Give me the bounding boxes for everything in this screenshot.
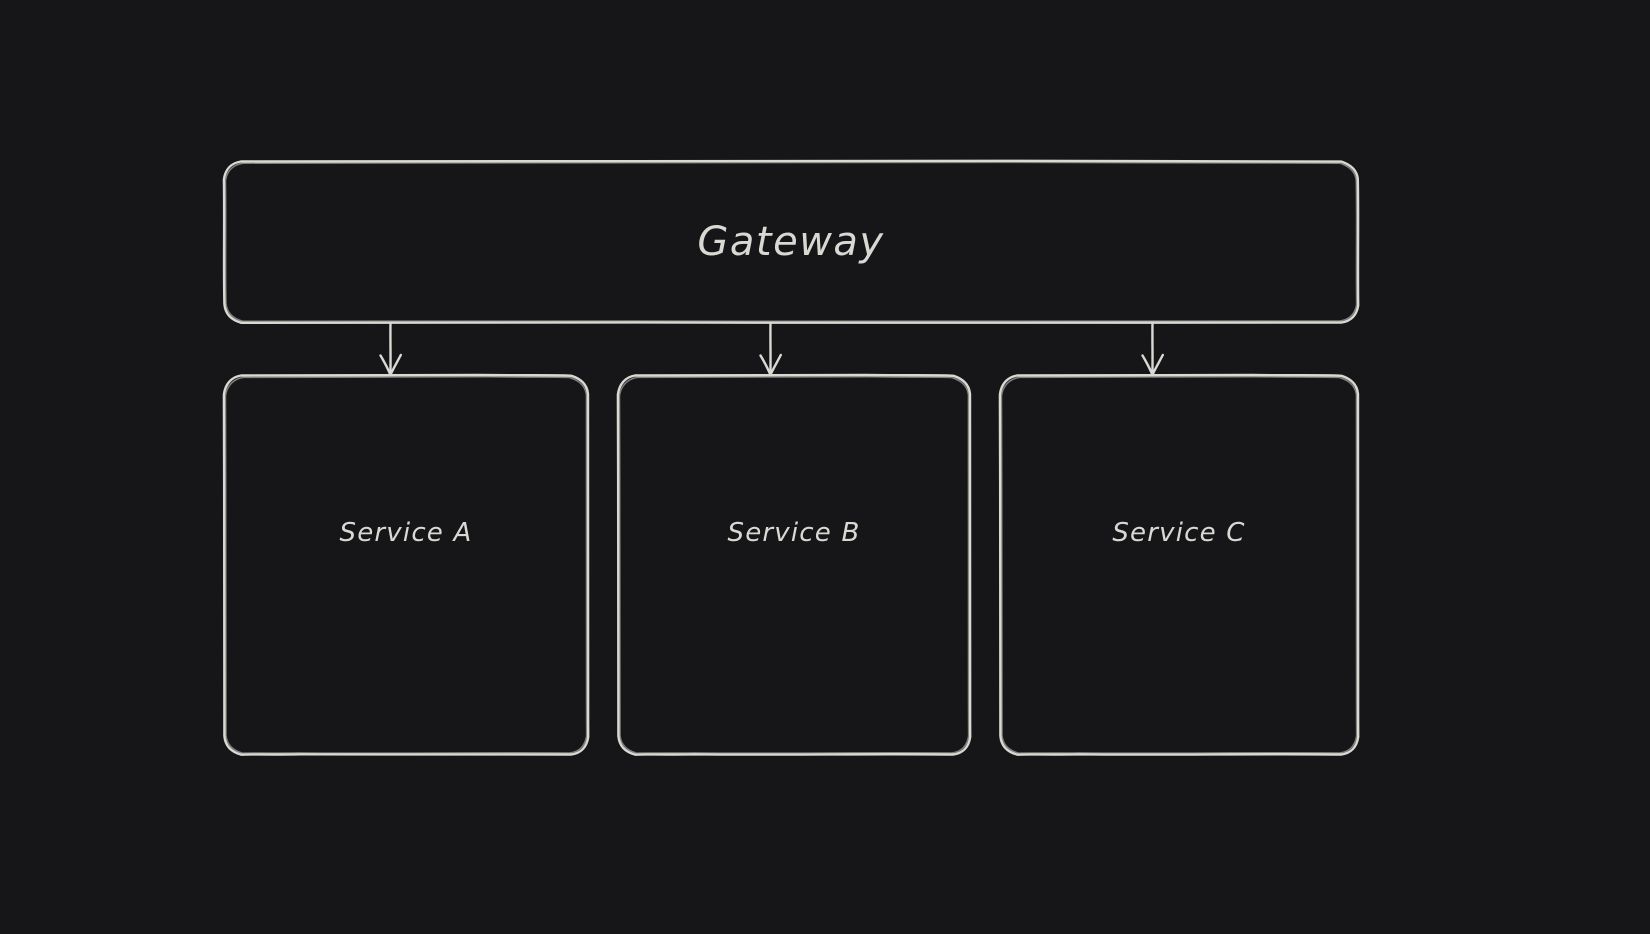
service-c-label: Service C xyxy=(1112,518,1246,548)
service-b-box-outline xyxy=(616,373,972,756)
service-b-label: Service B xyxy=(727,518,861,548)
edge-gateway-service-c-arrowhead xyxy=(1141,353,1164,376)
edge-gateway-service-a[interactable] xyxy=(379,321,402,376)
gateway-label: Gateway xyxy=(697,219,885,265)
service-a-label: Service A xyxy=(339,518,473,548)
service-c-box-outline-sketch xyxy=(1000,376,1358,754)
edge-gateway-service-b-arrowhead xyxy=(759,353,782,376)
gateway-box-outline-sketch xyxy=(224,161,1358,322)
edge-gateway-service-c[interactable] xyxy=(1141,321,1164,376)
service-a-box-outline xyxy=(222,373,590,756)
service-b-box-outline-sketch xyxy=(618,376,970,754)
edge-gateway-service-a-arrowhead xyxy=(379,353,402,376)
service-a-box-outline-sketch xyxy=(224,376,588,754)
gateway-box-outline xyxy=(222,159,1360,324)
node-gateway[interactable] xyxy=(222,159,1360,324)
node-service-a[interactable] xyxy=(222,373,590,756)
node-service-c[interactable] xyxy=(998,373,1360,756)
node-service-b[interactable] xyxy=(616,373,972,756)
service-c-box-outline xyxy=(998,373,1360,756)
edge-gateway-service-b[interactable] xyxy=(759,321,782,376)
